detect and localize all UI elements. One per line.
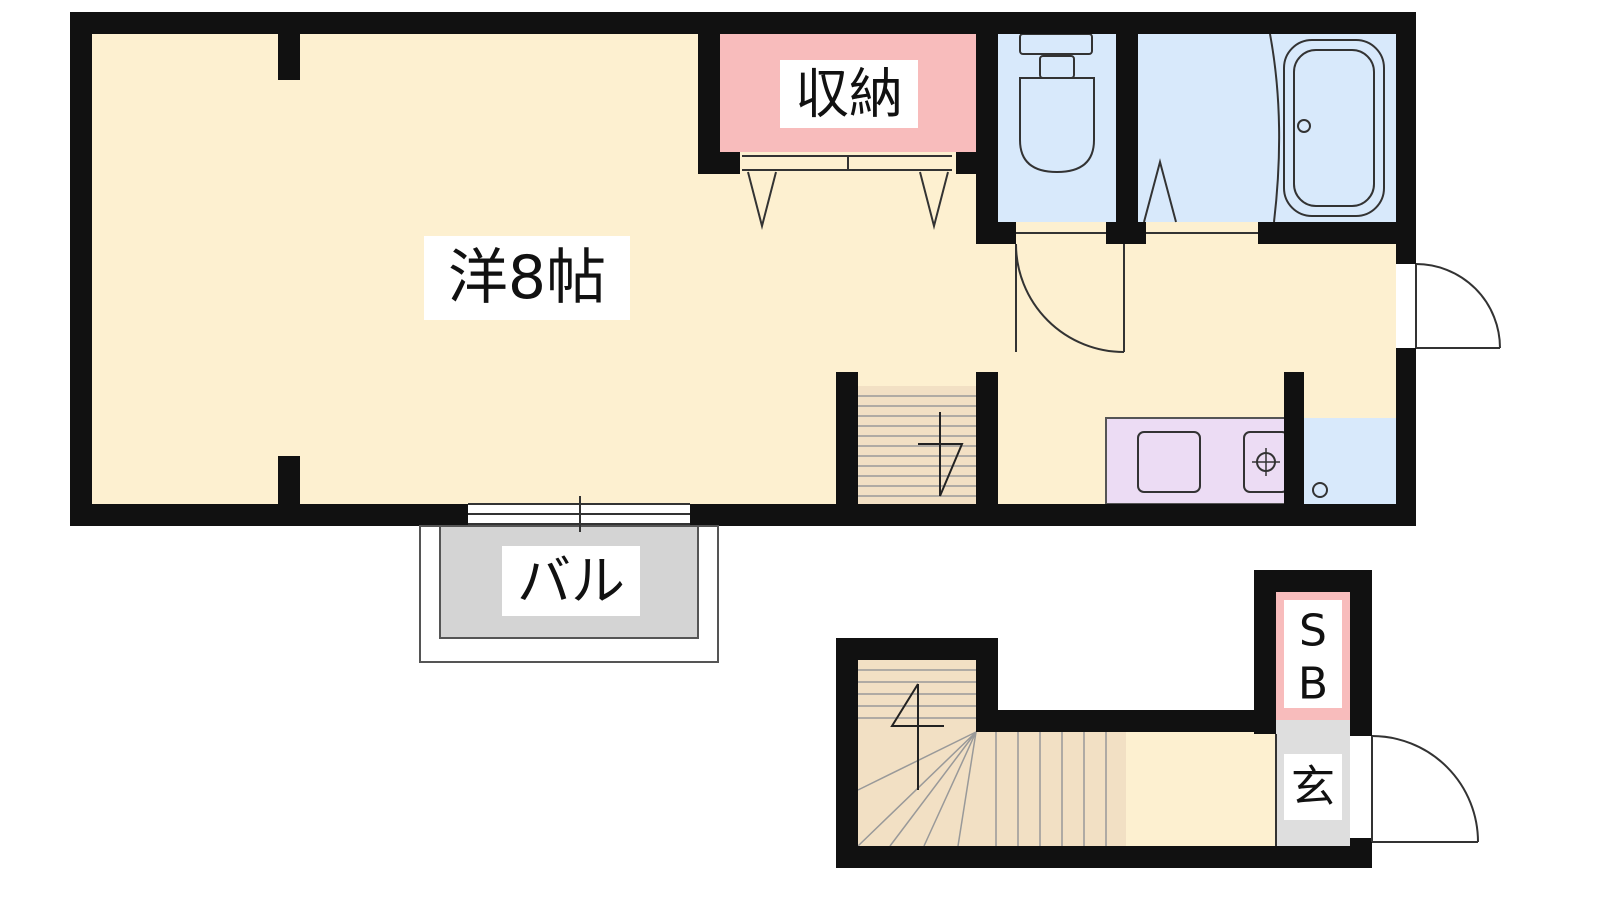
washer-drain-icon bbox=[1312, 482, 1328, 498]
stairs-lower-run bbox=[976, 732, 1126, 846]
balcony-label: バル bbox=[517, 550, 625, 613]
stair-arrow-upper bbox=[918, 412, 964, 497]
toilet-door bbox=[1015, 243, 1125, 353]
shoe-box-label-s: S bbox=[1299, 606, 1327, 657]
storage-doors bbox=[742, 155, 952, 230]
washer-space bbox=[1304, 418, 1396, 504]
front-door-upper bbox=[1415, 263, 1501, 349]
storage-label: 収納 bbox=[795, 63, 903, 126]
front-door-lower bbox=[1371, 735, 1479, 843]
shoe-box-label-b: B bbox=[1298, 659, 1328, 710]
balcony-window bbox=[468, 496, 690, 532]
bathtub-icon bbox=[1269, 33, 1385, 223]
lower-walls bbox=[836, 570, 1372, 868]
upper-walls bbox=[70, 12, 1416, 526]
entrance-label: 玄 bbox=[1291, 762, 1335, 813]
hall-lower bbox=[1126, 732, 1276, 846]
toilet-room bbox=[998, 34, 1116, 222]
sink-icon bbox=[1137, 431, 1201, 493]
washbasin-icon bbox=[1143, 158, 1177, 223]
stair-arrow-lower bbox=[890, 683, 944, 790]
upper-floor bbox=[92, 34, 1396, 505]
bathroom bbox=[1138, 34, 1396, 222]
western-room-label: 洋8帖 bbox=[448, 243, 606, 313]
